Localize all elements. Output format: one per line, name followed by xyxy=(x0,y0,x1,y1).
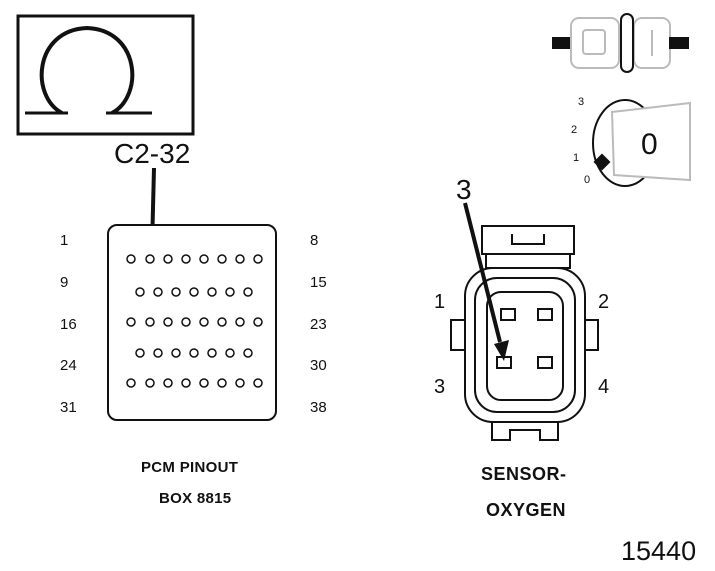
pcm-pin xyxy=(153,348,163,358)
pcm-pin xyxy=(126,317,136,327)
pcm-row-start-label: 31 xyxy=(60,399,77,416)
disconnected-connector-icon xyxy=(552,13,689,73)
pcm-row-start-label: 24 xyxy=(60,357,77,374)
pcm-pin xyxy=(163,254,173,264)
sensor-pin-label: 1 xyxy=(434,291,446,313)
figure-number: 15440 xyxy=(621,536,697,566)
pcm-pin xyxy=(126,378,136,388)
sensor-pin-label: 3 xyxy=(434,376,446,398)
pcm-row-end-label: 30 xyxy=(310,357,327,374)
pcm-caption-line2: BOX 8815 xyxy=(159,490,232,507)
pcm-pin xyxy=(225,348,235,358)
pcm-pin xyxy=(135,287,145,297)
pcm-pin xyxy=(181,254,191,264)
pcm-pin xyxy=(199,254,209,264)
pcm-pin xyxy=(235,254,245,264)
pcm-row-start-label: 1 xyxy=(60,232,69,249)
pcm-pin xyxy=(217,254,227,264)
ohmmeter-icon xyxy=(16,14,195,136)
pcm-pin xyxy=(243,348,253,358)
pcm-pin xyxy=(235,378,245,388)
pcm-row-start-label: 16 xyxy=(60,316,77,333)
ignition-key-position: 0 xyxy=(641,128,658,161)
ignition-position-label: 1 xyxy=(573,152,580,164)
pcm-pin xyxy=(145,317,155,327)
pcm-pin xyxy=(253,378,263,388)
pcm-pin xyxy=(189,348,199,358)
pcm-row-start-label: 9 xyxy=(60,274,69,291)
pcm-connector xyxy=(107,224,277,421)
pcm-pin xyxy=(163,378,173,388)
sensor-caption-line2: OXYGEN xyxy=(486,500,567,520)
pcm-pin xyxy=(181,378,191,388)
pcm-row-end-label: 23 xyxy=(310,316,327,333)
sensor-pin-label: 2 xyxy=(598,291,610,313)
pcm-pin xyxy=(163,317,173,327)
pcm-pin xyxy=(145,378,155,388)
pcm-pin xyxy=(171,287,181,297)
pcm-pin xyxy=(243,287,253,297)
pcm-pin xyxy=(217,317,227,327)
sensor-pin-label: 4 xyxy=(598,376,610,398)
pcm-pin xyxy=(207,287,217,297)
pcm-pin xyxy=(199,317,209,327)
probe-lead-sensor xyxy=(463,202,509,361)
ignition-switch-icon xyxy=(592,99,691,187)
pcm-pin xyxy=(253,254,263,264)
pcm-pin-grid xyxy=(126,254,263,388)
pcm-pin xyxy=(235,317,245,327)
pcm-pin xyxy=(145,254,155,264)
pcm-row-end-label: 8 xyxy=(310,232,319,249)
ignition-position-label: 3 xyxy=(578,96,585,108)
pcm-row-end-label: 15 xyxy=(310,274,327,291)
pcm-caption-line1: PCM PINOUT xyxy=(141,459,239,476)
oxygen-sensor-connector xyxy=(450,225,599,441)
pcm-terminal-label: C2-32 xyxy=(114,138,191,169)
pcm-pin xyxy=(207,348,217,358)
pcm-pin xyxy=(181,317,191,327)
pcm-row-end-label: 38 xyxy=(310,399,327,416)
pcm-pin xyxy=(199,378,209,388)
sensor-caption-line1: SENSOR- xyxy=(481,464,567,484)
pcm-pin xyxy=(189,287,199,297)
pcm-pin xyxy=(153,287,163,297)
pcm-pin xyxy=(171,348,181,358)
ignition-position-label: 0 xyxy=(584,174,591,186)
sensor-probe-pin-label: 3 xyxy=(456,174,472,205)
ignition-position-label: 2 xyxy=(571,124,578,136)
pcm-pin xyxy=(217,378,227,388)
pcm-pin xyxy=(253,317,263,327)
pcm-pin xyxy=(135,348,145,358)
pcm-pin xyxy=(126,254,136,264)
pcm-pin xyxy=(225,287,235,297)
